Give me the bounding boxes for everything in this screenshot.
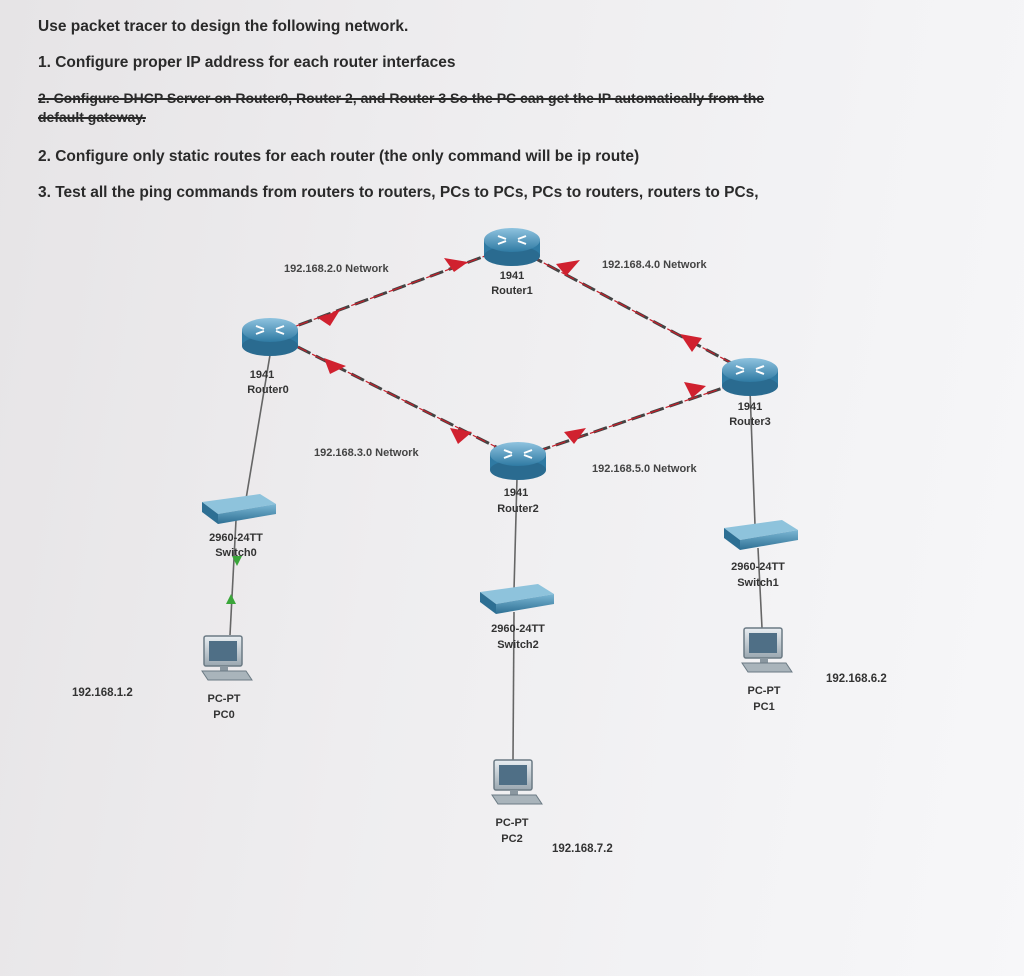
router2-model-label: 1941 — [504, 487, 528, 499]
ethernet-links — [229, 354, 763, 761]
network-label-192-168-5-0: 192.168.5.0 Network — [592, 463, 697, 475]
router3-name-label: Router3 — [729, 416, 771, 428]
ethernet-link-status-markers — [226, 556, 242, 604]
switch1-name-label: Switch1 — [737, 577, 779, 589]
instruction-step-3: 3. Test all the ping commands from route… — [38, 184, 759, 201]
router1-model-label: 1941 — [500, 270, 524, 282]
pc1-icon[interactable] — [741, 627, 793, 673]
switch0-model-label: 2960-24TT — [209, 532, 263, 544]
pc2-icon[interactable] — [491, 759, 543, 805]
router1-icon[interactable] — [484, 228, 540, 266]
pc2-ip-label: 192.168.7.2 — [552, 843, 613, 855]
pc2-name-label: PC2 — [501, 833, 522, 845]
pc0-type-label: PC-PT — [208, 693, 241, 705]
network-label-192-168-4-0: 192.168.4.0 Network — [602, 259, 707, 271]
instruction-step-2-struck-continued: default gateway. — [38, 109, 146, 125]
pc0-name-label: PC0 — [213, 709, 234, 721]
instruction-step-1: 1. Configure proper IP address for each … — [38, 54, 456, 71]
router0-icon[interactable] — [242, 318, 298, 356]
instruction-title: Use packet tracer to design the followin… — [38, 18, 409, 35]
switch2-icon[interactable] — [480, 584, 554, 614]
router0-name-label: Router0 — [247, 384, 289, 396]
network-label-192-168-2-0: 192.168.2.0 Network — [284, 263, 389, 275]
switch0-icon[interactable] — [202, 494, 276, 524]
router2-name-label: Router2 — [497, 503, 539, 515]
pc1-ip-label: 192.168.6.2 — [826, 673, 887, 685]
instruction-step-2-struck: 2. Configure DHCP Server on Router0, Rou… — [38, 90, 765, 106]
router2-icon[interactable] — [490, 442, 546, 480]
router3-icon[interactable] — [722, 358, 778, 396]
switch2-name-label: Switch2 — [497, 639, 539, 651]
router0-model-label: 1941 — [250, 369, 274, 381]
network-label-192-168-3-0: 192.168.3.0 Network — [314, 447, 419, 459]
pc1-type-label: PC-PT — [748, 685, 781, 697]
switch2-model-label: 2960-24TT — [491, 623, 545, 635]
pc1-name-label: PC1 — [753, 701, 774, 713]
serial-link-router0-router1 — [279, 244, 513, 334]
serial-link-status-markers — [318, 258, 706, 444]
router3-model-label: 1941 — [738, 401, 762, 413]
router1-name-label: Router1 — [491, 285, 533, 297]
pc2-type-label: PC-PT — [496, 817, 529, 829]
serial-link-router2-router3 — [517, 376, 753, 460]
instruction-step-2: 2. Configure only static routes for each… — [38, 148, 640, 165]
serial-link-router1-router3 — [511, 244, 753, 376]
pc0-ip-label: 192.168.1.2 — [72, 687, 133, 699]
serial-link-router0-router2 — [279, 336, 519, 460]
switch0-name-label: Switch0 — [215, 547, 257, 559]
pc0-icon[interactable] — [201, 635, 253, 681]
switch1-icon[interactable] — [724, 520, 798, 550]
switch1-model-label: 2960-24TT — [731, 561, 785, 573]
